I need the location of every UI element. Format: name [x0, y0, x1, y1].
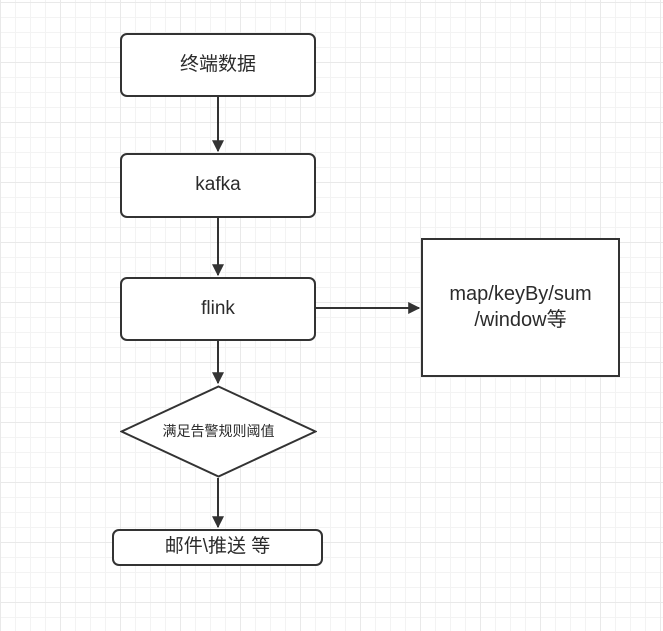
- node-notify[interactable]: 邮件\推送 等: [112, 529, 323, 566]
- node-kafka-label: kafka: [195, 174, 241, 196]
- node-terminal-data-label: 终端数据: [179, 53, 256, 75]
- node-operators-label: map/keyBy/sum /window等: [449, 282, 592, 331]
- node-kafka[interactable]: kafka: [120, 153, 316, 218]
- node-condition-label: 满足告警规则阈值: [162, 422, 275, 439]
- node-flink-label: flink: [201, 297, 235, 319]
- node-terminal-data[interactable]: 终端数据: [120, 33, 316, 97]
- node-notify-label: 邮件\推送 等: [164, 536, 271, 558]
- diamond-shape: [120, 385, 317, 478]
- node-condition[interactable]: 满足告警规则阈值: [120, 385, 317, 478]
- node-flink[interactable]: flink: [120, 277, 316, 341]
- node-operators[interactable]: map/keyBy/sum /window等: [421, 238, 620, 377]
